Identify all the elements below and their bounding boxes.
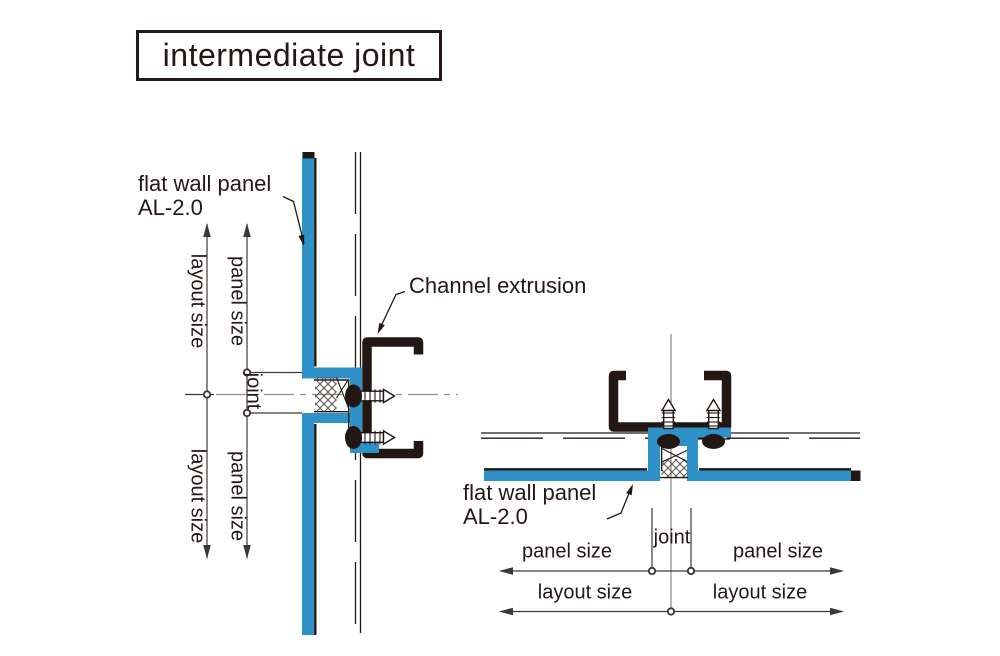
left-panel-callout: flat wall panel AL-2.0: [138, 172, 271, 220]
sealant-hatch-left: [315, 377, 351, 411]
leader-channel: [377, 290, 406, 334]
left-panel-callout-line1: flat wall panel: [138, 171, 272, 196]
right-panel-callout: flat wall panel AL-2.0: [463, 481, 596, 529]
dim-label-layout-size-lower: layout size: [186, 448, 209, 544]
dim-label-layout-size-left: layout size: [537, 581, 633, 604]
dim-label-panel-size-left: panel size: [521, 540, 613, 563]
leader-panel-left: [282, 195, 305, 246]
right-section-drawing: [481, 334, 861, 616]
page-title: intermediate joint: [162, 37, 416, 73]
dim-label-panel-size-right: panel size: [732, 540, 824, 563]
leader-panel-right: [606, 484, 633, 520]
left-panel-callout-line2: AL-2.0: [138, 195, 203, 220]
dim-label-joint-right: joint: [653, 526, 691, 549]
dim-label-layout-size-upper: layout size: [186, 253, 209, 349]
right-panel-callout-line2: AL-2.0: [463, 504, 528, 529]
dim-label-layout-size-right: layout size: [712, 581, 808, 604]
right-panel-callout-line1: flat wall panel: [463, 480, 597, 505]
channel-callout: Channel extrusion: [409, 273, 587, 298]
title-box: intermediate joint: [136, 30, 442, 81]
dimension-lines-left: [202, 223, 302, 559]
dim-label-joint-left: joint: [242, 372, 265, 410]
sealant-hatch-right: [661, 448, 688, 477]
dim-label-panel-size-upper: panel size: [226, 255, 249, 347]
left-section-drawing: [185, 152, 458, 635]
dim-label-panel-size-lower: panel size: [226, 450, 249, 542]
dimension-lines-right: [499, 508, 844, 616]
